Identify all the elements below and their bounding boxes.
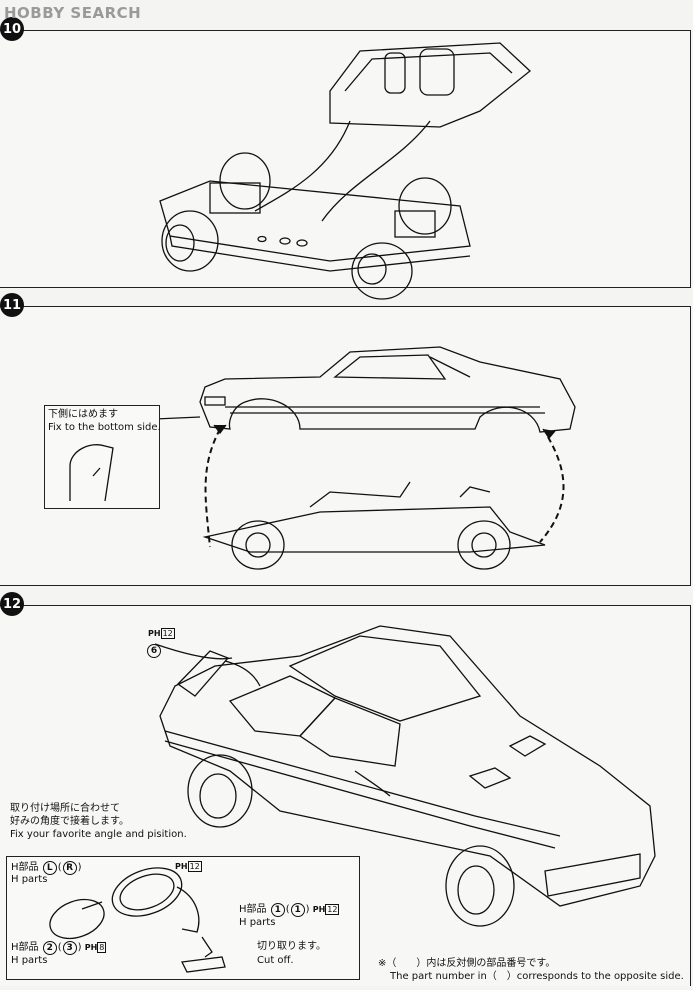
step-number: 12: [0, 592, 24, 616]
cutoff-en: Cut off.: [257, 955, 294, 966]
ph-label: PH: [312, 905, 326, 914]
hparts-jp: H部品: [11, 942, 39, 953]
hparts-23-en: H parts: [11, 955, 48, 966]
car-with-mirror-illustration: [154, 625, 656, 927]
ph-label: PH: [84, 943, 98, 952]
angle-note-jp2: 好みの角度で接着します。: [10, 816, 129, 827]
note-en: Fix to the bottom side.: [48, 422, 161, 433]
part-number-circle: 6: [147, 644, 161, 658]
hparts-lr-en: H parts: [11, 874, 48, 885]
part-l-circle: L: [42, 861, 57, 875]
hparts-11-en: H parts: [239, 917, 276, 928]
angle-note-jp1: 取り付け場所に合わせて: [10, 803, 120, 814]
chassis-body-illustration: [159, 42, 531, 300]
part6-circle: 6: [146, 644, 162, 658]
angle-note-en: Fix your favorite angle and pisition.: [10, 829, 187, 840]
watermark: HOBBY SEARCH: [4, 4, 142, 22]
ph-number: 12: [325, 904, 340, 915]
hparts-jp: H部品: [239, 904, 267, 915]
note-jp: 下側にはめます: [48, 409, 118, 420]
hparts-lr: H部品 L(R): [11, 861, 82, 875]
part-3-circle: 3: [62, 941, 77, 955]
cutoff-jp: 切り取ります。: [257, 941, 326, 952]
ph-label: PH: [175, 862, 188, 871]
angle-note: 取り付け場所に合わせて 好みの角度で接着します。 Fix your favori…: [10, 802, 187, 841]
footnote-jp: ※（ ）内は反対側の部品番号です。: [378, 958, 556, 969]
part-1-circle: 1: [270, 903, 285, 917]
ph-number: 8: [97, 942, 107, 953]
part-2-circle: 2: [42, 941, 57, 955]
step-10-panel: 10: [0, 17, 691, 300]
part-r-circle: R: [62, 861, 77, 875]
step-11-panel: 11 下側にはめます Fix to t: [0, 293, 691, 586]
part-1-opposite-circle: 1: [290, 903, 305, 917]
hparts-jp: H部品: [11, 862, 39, 873]
footnote-en: The part number in（ ）corresponds to the …: [390, 971, 684, 982]
callout-bottom-fix: 下側にはめます Fix to the bottom side.: [44, 405, 161, 509]
step-number: 10: [0, 17, 24, 41]
step-number: 11: [0, 293, 24, 317]
body-and-chassis-illustration: [154, 346, 576, 570]
ph-number: 12: [160, 628, 175, 639]
ph-number: 12: [187, 861, 202, 872]
ph-label: PH: [148, 629, 161, 638]
